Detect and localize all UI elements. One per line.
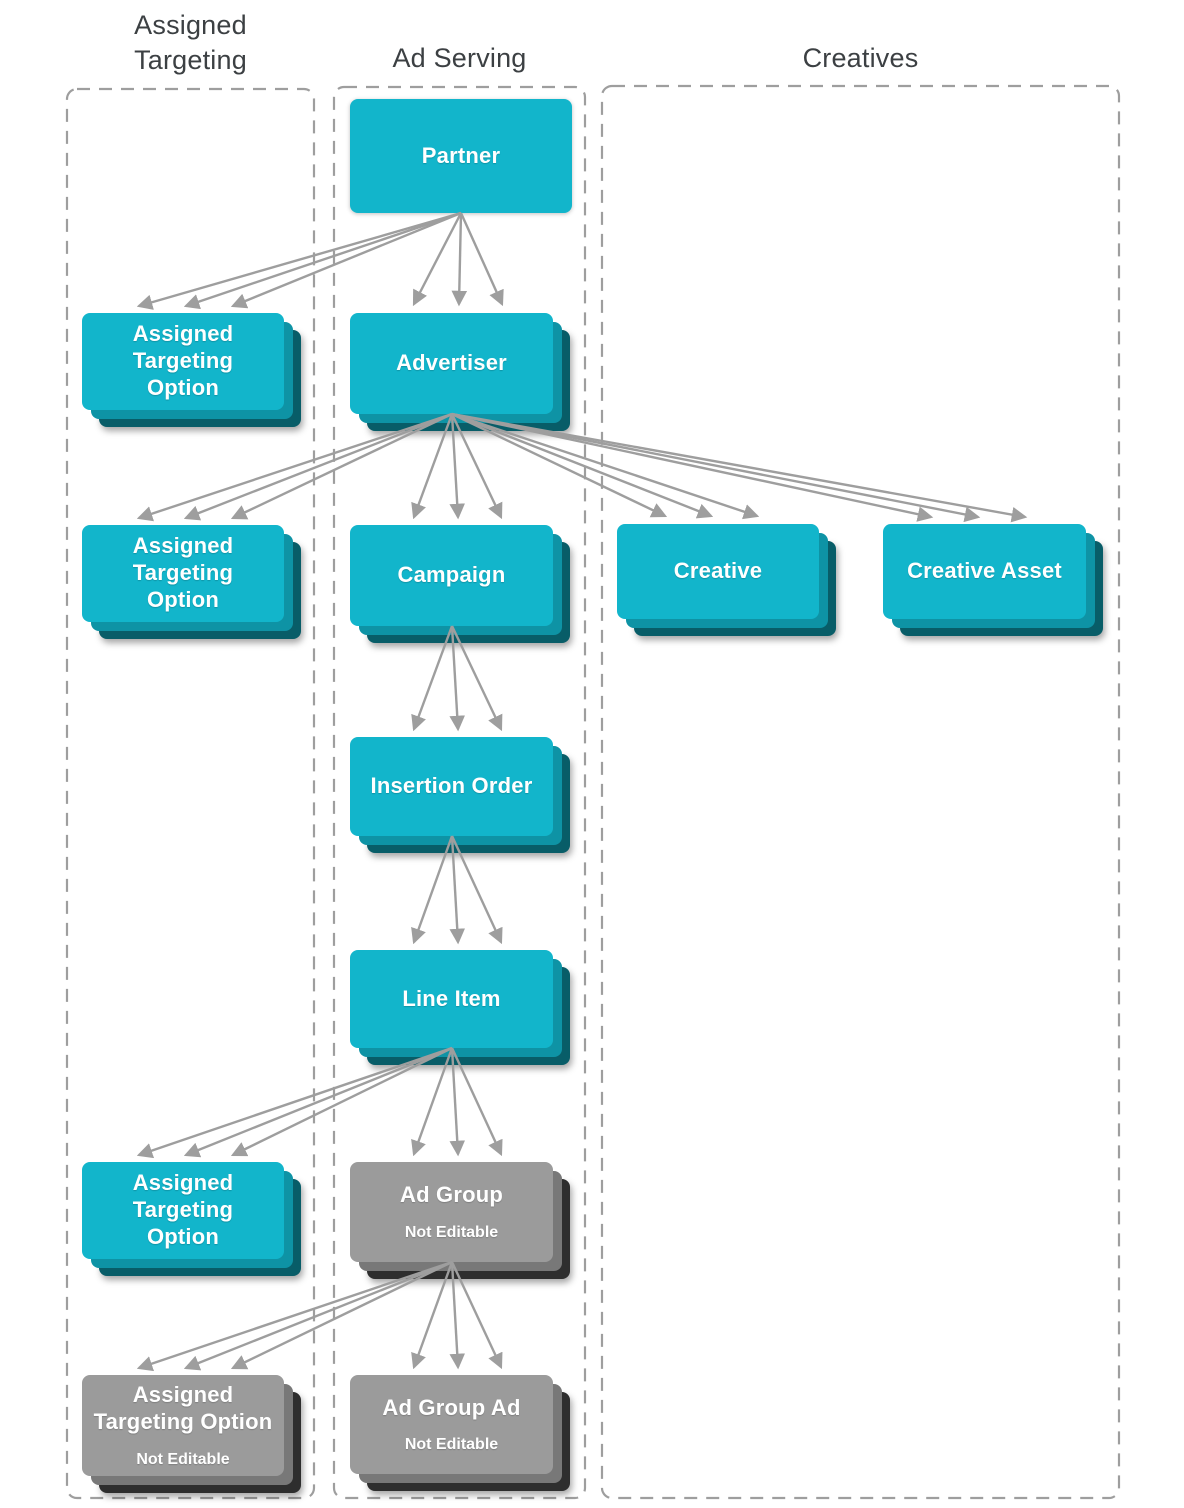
node-face: Advertiser <box>350 313 553 414</box>
node-sublabel: Not Editable <box>404 1436 499 1454</box>
column-title-ad-serving: Ad Serving <box>334 41 585 76</box>
node-face: Line Item <box>350 950 553 1048</box>
node-label: Partner <box>421 142 501 168</box>
node-campaign: Campaign <box>350 525 553 626</box>
node-label: Campaign <box>397 562 506 588</box>
node-label: Insertion Order <box>370 773 533 799</box>
node-face: Ad Group Ad Not Editable <box>350 1375 553 1474</box>
node-face: Creative <box>617 524 819 619</box>
column-title-text: Assigned Targeting <box>134 10 247 76</box>
column-title-text: Ad Serving <box>392 43 527 73</box>
node-label: Advertiser <box>396 350 507 376</box>
node-label: Ad Group Ad <box>382 1394 521 1420</box>
node-label: Creative Asset <box>907 558 1062 584</box>
node-creative-asset: Creative Asset <box>883 524 1086 619</box>
node-face: Campaign <box>350 525 553 626</box>
node-label: Assigned <box>132 1382 234 1408</box>
node-label: Assigned <box>132 321 234 347</box>
column-title-creatives: Creatives <box>602 41 1119 76</box>
node-partner: Partner <box>350 99 572 213</box>
column-title-text: Creatives <box>802 43 919 73</box>
node-insertion-order: Insertion Order <box>350 737 553 836</box>
node-label: Assigned <box>132 1170 234 1196</box>
node-line-item: Line Item <box>350 950 553 1048</box>
node-label: Targeting <box>132 560 234 586</box>
node-sublabel: Not Editable <box>404 1223 499 1241</box>
node-face: Insertion Order <box>350 737 553 836</box>
node-label: Ad Group <box>399 1182 504 1208</box>
node-label: Creative <box>673 558 763 584</box>
node-label: Targeting <box>132 348 234 374</box>
node-ad-group-ad: Ad Group Ad Not Editable <box>350 1375 553 1474</box>
node-label: Assigned <box>132 533 234 559</box>
node-label: Targeting <box>132 1197 234 1223</box>
node-label: Option <box>146 374 220 400</box>
node-face: Partner <box>350 99 572 213</box>
node-label: Line Item <box>402 985 501 1011</box>
column-title-assigned-targeting: Assigned Targeting <box>67 8 314 78</box>
node-label: Option <box>146 586 220 612</box>
node-label: Targeting Option <box>93 1409 273 1434</box>
node-sublabel: Not Editable <box>136 1450 230 1468</box>
node-advertiser: Advertiser <box>350 313 553 414</box>
node-label: Option <box>146 1223 220 1249</box>
node-creative: Creative <box>617 524 819 619</box>
node-face: Creative Asset <box>883 524 1086 619</box>
